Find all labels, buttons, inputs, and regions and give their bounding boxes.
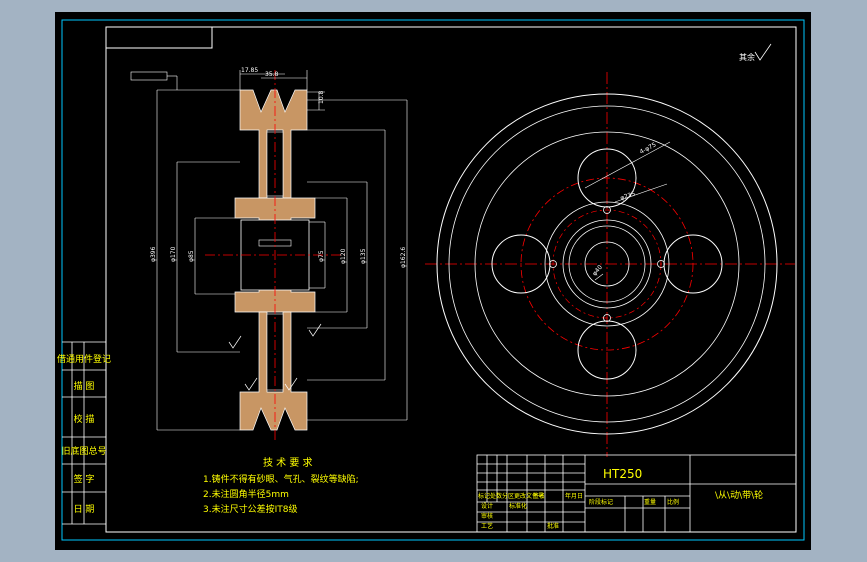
dim-hole-circle: φ235 <box>619 190 636 201</box>
front-view: 4-φ75 φ235 φ40 <box>425 72 795 457</box>
section-rim-bottom <box>239 311 308 431</box>
dim-left-outer: φ396 <box>150 246 157 262</box>
dim-mid-3: φ135 <box>360 248 367 264</box>
material-label: HT250 <box>603 467 642 481</box>
hole-top <box>577 148 637 208</box>
dim-top-pitch: 35.8 <box>265 71 279 78</box>
tech-item-3: 3.未注尺寸公差按IT8级 <box>203 503 297 515</box>
drawing-frame <box>105 26 797 533</box>
part-name: \从\动\带\轮 <box>715 489 763 501</box>
title-block <box>476 454 797 533</box>
tb-label-review: 审核 <box>481 512 493 520</box>
tb-label-approve: 批准 <box>547 522 559 530</box>
roughness-note: 其余 <box>739 43 772 62</box>
hole-right <box>663 234 723 294</box>
side-cell-2: 校 描 <box>74 413 95 425</box>
tech-item-1: 1.铸件不得有砂眼、气孔、裂纹等缺陷; <box>203 473 359 485</box>
tb-label-std: 标准化 <box>509 502 527 510</box>
roughness-text: 其余 <box>739 52 755 62</box>
tb-label-scale: 比例 <box>667 498 679 506</box>
dim-top-width: 17.85 <box>241 67 258 74</box>
dim-center: φ40 <box>591 264 604 278</box>
side-cell-5: 日 期 <box>74 504 95 515</box>
tb-label-date: 年月日 <box>565 492 583 500</box>
tb-label-change: 标记处数分区更改文件号 <box>478 492 544 500</box>
tb-label-stage: 阶段标记 <box>589 498 613 506</box>
drawing-canvas: 借通用件登记 描 图 校 描 旧底图总号 签 字 日 期 <box>57 19 805 541</box>
dim-groove-depth: 10.8 <box>318 90 325 104</box>
tech-title: 技 术 要 求 <box>263 456 313 469</box>
section-view: 17.85 35.8 10.8 φ396 φ170 φ85 φ75 φ120 φ… <box>130 67 408 442</box>
code-box <box>106 27 213 49</box>
hole-bottom <box>577 320 637 380</box>
tech-item-2: 2.未注圆角半径5mm <box>203 488 289 500</box>
tb-label-design: 设计 <box>481 502 493 510</box>
side-cell-1: 描 图 <box>74 380 95 392</box>
tech-requirements: 技 术 要 求 1.铸件不得有砂眼、气孔、裂纹等缺陷; 2.未注圆角半径5mm … <box>203 456 359 515</box>
dim-left-3: φ85 <box>188 250 195 262</box>
side-cell-4: 签 字 <box>74 473 95 485</box>
tb-label-sign: 签名 <box>533 492 545 500</box>
tb-label-weight: 重量 <box>644 498 656 506</box>
cad-viewport[interactable]: 借通用件登记 描 图 校 描 旧底图总号 签 字 日 期 <box>55 12 811 550</box>
side-cell-3: 旧底图总号 <box>61 445 106 457</box>
sheet-border <box>61 19 805 541</box>
side-table: 借通用件登记 描 图 校 描 旧底图总号 签 字 日 期 <box>57 353 111 525</box>
dim-mid-2: φ120 <box>340 248 347 264</box>
dim-left-2: φ170 <box>170 246 177 262</box>
tb-label-process: 工艺 <box>481 522 493 530</box>
dim-mid-1: φ75 <box>318 250 325 262</box>
dim-right-1: φ162.6 <box>400 247 407 268</box>
side-cell-0: 借通用件登记 <box>57 353 111 365</box>
hole-left <box>491 234 551 294</box>
